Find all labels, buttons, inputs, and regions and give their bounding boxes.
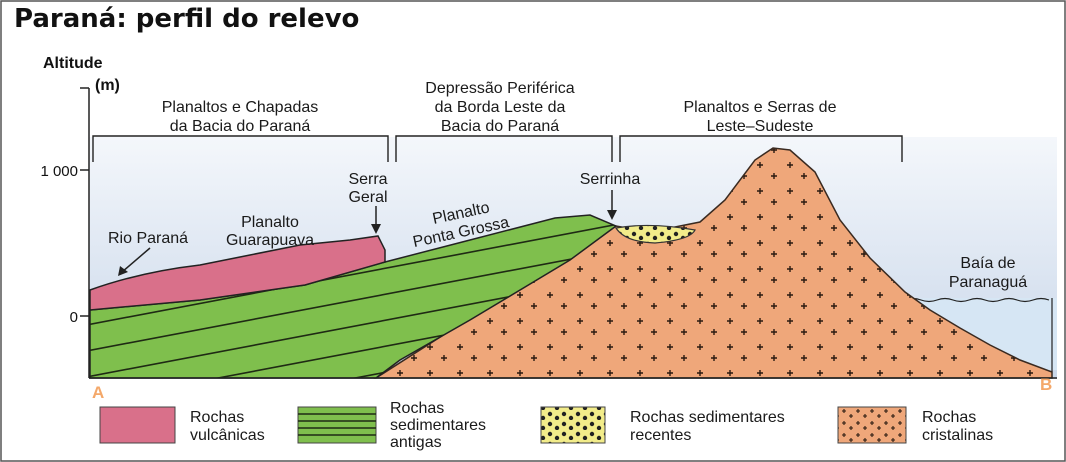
region-2-label-line1: Depressão Periférica bbox=[425, 80, 575, 97]
volcanic-rock-layer bbox=[89, 235, 386, 311]
rio-parana-arrow bbox=[121, 247, 151, 273]
y-axis-label: Altitude bbox=[43, 55, 103, 72]
serra-geral-arrowhead bbox=[371, 224, 381, 234]
baia-label-line1: Baía de bbox=[960, 255, 1015, 272]
page-title: Paraná: perfil do relevo bbox=[14, 4, 360, 34]
endpoint-a: A bbox=[92, 383, 104, 402]
region-1-label-line2: da Bacia do Paraná bbox=[170, 118, 311, 135]
region-3-label-line1: Planaltos e Serras de bbox=[684, 99, 837, 116]
recent-sedimentary-lens bbox=[615, 224, 696, 244]
y-tick-label-1000: 1 000 bbox=[40, 163, 78, 180]
baia-label-line2: Paranaguá bbox=[949, 274, 1027, 291]
legend-swatch-volcanic bbox=[99, 406, 176, 444]
rio-parana-label: Rio Paraná bbox=[108, 230, 188, 247]
y-axis-unit: (m) bbox=[95, 77, 120, 94]
legend-swatch-recent-sedimentary bbox=[540, 406, 606, 444]
guarapuava-label-line1: Planalto bbox=[241, 214, 299, 231]
sea-wave-line bbox=[904, 297, 1050, 303]
region-1-label-line1: Planaltos e Chapadas bbox=[162, 99, 319, 116]
region-2-label-line2: da Borda Leste da bbox=[435, 99, 566, 116]
region-bracket-1 bbox=[92, 135, 389, 162]
legend-old-sedimentary-line1: Rochas bbox=[390, 400, 444, 417]
serra-geral-label-line2: Geral bbox=[348, 189, 387, 206]
legend: Rochas vulcânicas Rochas sedimentares an… bbox=[99, 400, 993, 451]
guarapuava-label-line2: Guarapuava bbox=[226, 232, 314, 249]
legend-recent-sedimentary-line1: Rochas sedimentares bbox=[630, 409, 785, 426]
endpoint-b: B bbox=[1040, 375, 1052, 394]
rio-parana-arrowhead bbox=[118, 266, 128, 276]
serrinha-arrowhead bbox=[607, 210, 617, 220]
legend-swatch-crystalline bbox=[837, 406, 907, 444]
region-3-label-line2: Leste–Sudeste bbox=[707, 118, 814, 135]
legend-stripes bbox=[298, 413, 376, 436]
y-tick-label-0: 0 bbox=[70, 309, 78, 326]
legend-old-sedimentary-line2: sedimentares bbox=[390, 417, 486, 434]
region-bracket-2 bbox=[395, 135, 613, 162]
legend-volcanic-line2: vulcânicas bbox=[190, 427, 265, 444]
serrinha-label: Serrinha bbox=[580, 171, 641, 188]
legend-recent-sedimentary-line2: recentes bbox=[630, 427, 691, 444]
legend-volcanic-line1: Rochas bbox=[190, 409, 244, 426]
serra-geral-label-line1: Serra bbox=[348, 171, 387, 188]
legend-crystalline-line1: Rochas bbox=[922, 409, 976, 426]
region-bracket-3 bbox=[619, 135, 903, 162]
legend-swatch-old-sedimentary bbox=[297, 406, 377, 444]
region-2-label-line3: Bacia do Paraná bbox=[441, 118, 559, 135]
legend-old-sedimentary-line3: antigas bbox=[390, 434, 442, 451]
legend-crystalline-line2: cristalinas bbox=[922, 427, 993, 444]
